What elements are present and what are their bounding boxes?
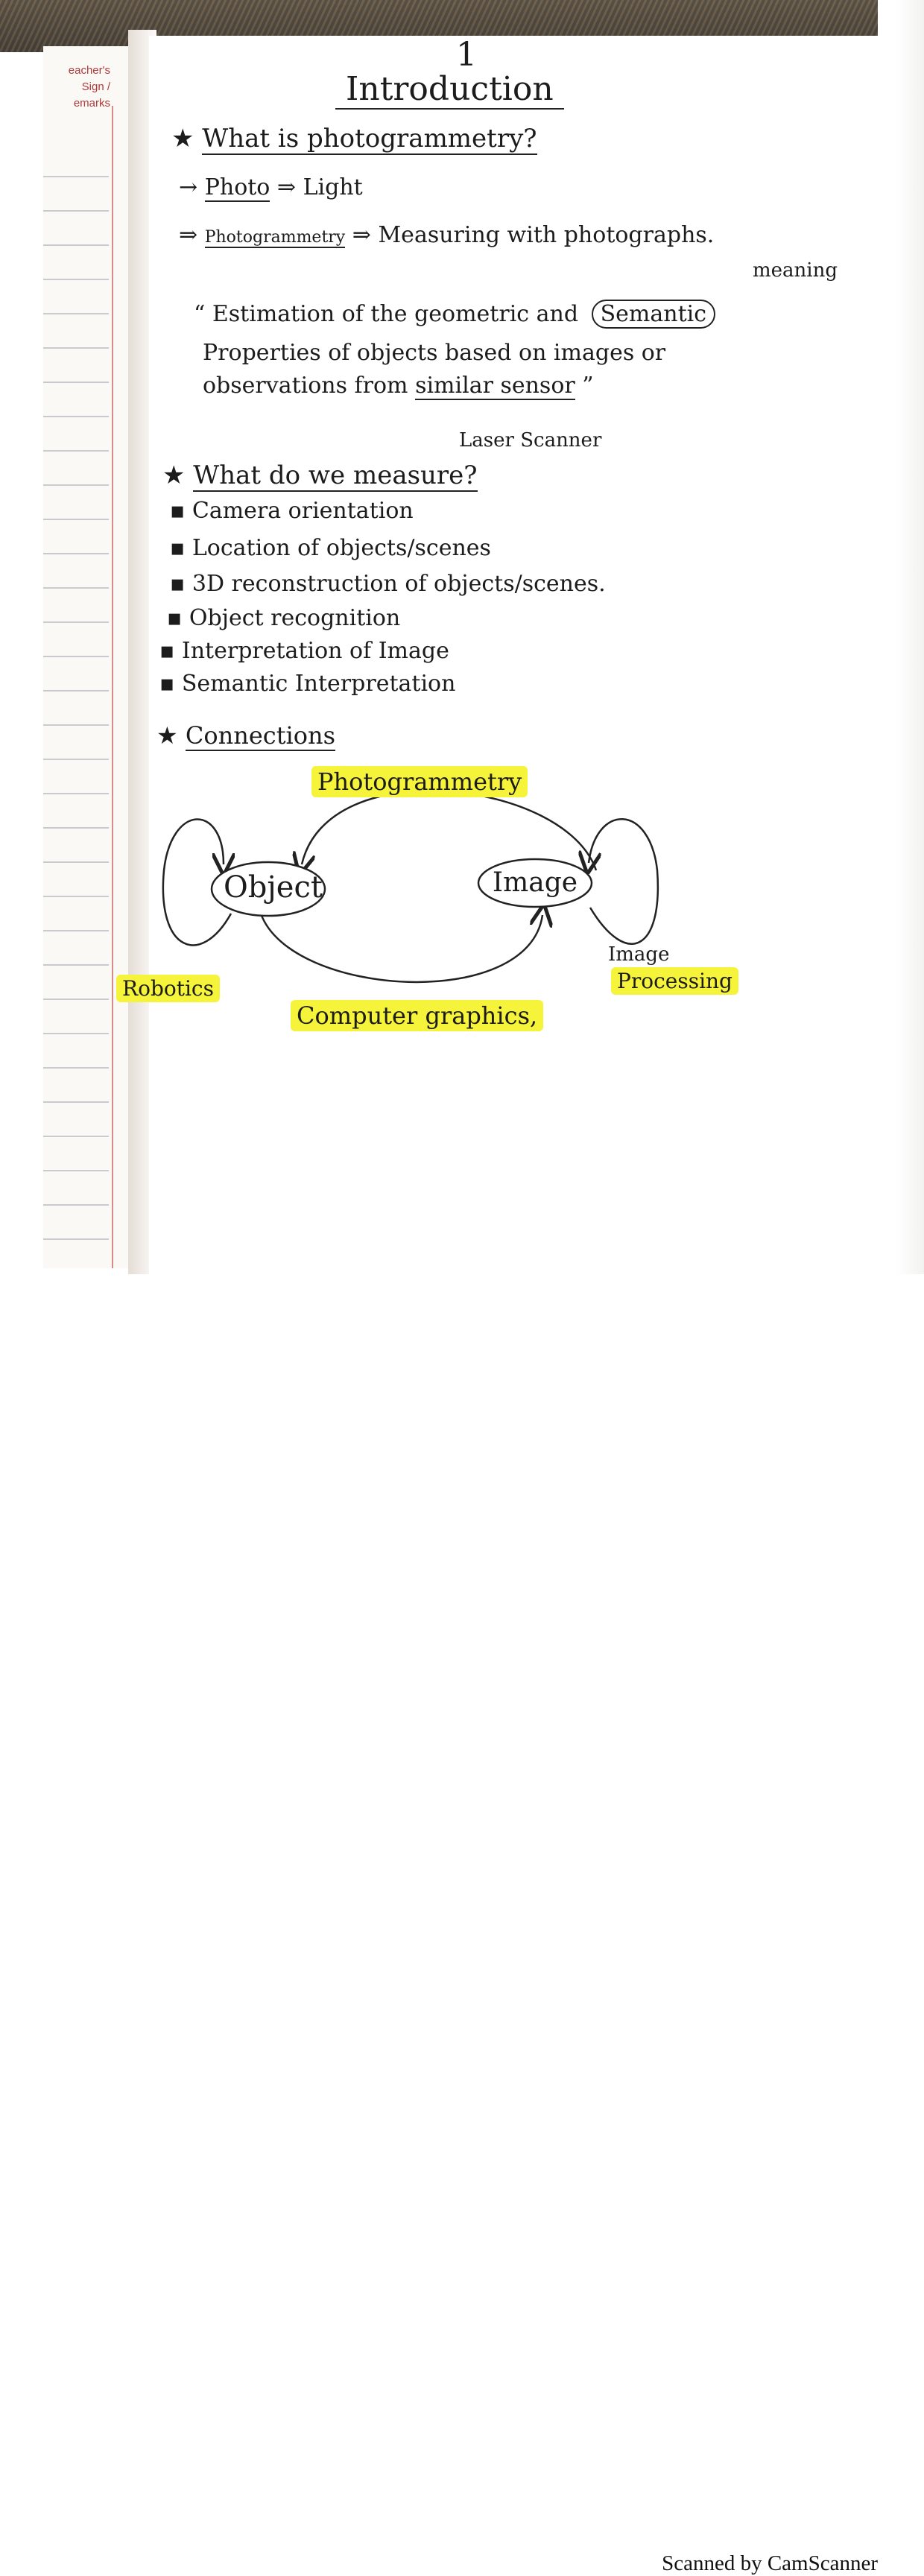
measure-item-text: Semantic Interpretation [181, 671, 456, 697]
definition-photo: → Photo ⇒ Light [179, 174, 363, 202]
laser-scanner-note: Laser Scanner [459, 429, 602, 452]
page-number: 1 [456, 36, 477, 74]
square-bullet-icon: ▪ [159, 671, 182, 697]
arrow-object-to-image [259, 914, 542, 984]
notebook-page: 1 Introduction ★ What is photogrammetry?… [116, 36, 881, 1274]
star-bullet-icon: ★ [162, 461, 186, 490]
measure-item-text: Camera orientation [192, 498, 414, 524]
measure-list-item: ▪ Semantic Interpretation [159, 671, 455, 697]
open-quote-icon: “ [194, 301, 212, 327]
label-image-processing-2: Processing [611, 967, 738, 995]
question-1-text: What is photogrammetry? [202, 124, 537, 155]
star-bullet-icon: ★ [156, 721, 178, 750]
measure-list-item: ▪ Location of objects/scenes [170, 535, 491, 561]
quote-line-3: observations from similar sensor ” [203, 373, 594, 400]
photo-meaning: Light [303, 174, 363, 200]
star-bullet-icon: ★ [171, 124, 194, 154]
margin-label: emarks [73, 97, 110, 110]
measure-item-text: Location of objects/scenes [192, 535, 491, 561]
loop-image [589, 818, 659, 945]
loop-object [162, 818, 231, 946]
node-image-label: Image [492, 867, 578, 898]
square-bullet-icon: ▪ [170, 498, 192, 524]
definition-photogrammetry: ⇒ Photogrammetry ⇒ Measuring with photog… [179, 222, 714, 248]
notebook-margin-strip: eacher's Sign / emarks [43, 46, 142, 1268]
measure-list-item: ▪ 3D reconstruction of objects/scenes. [170, 571, 606, 597]
measure-list-item: ▪ Camera orientation [170, 498, 414, 524]
close-quote-icon: ” [575, 373, 594, 399]
scanner-watermark: Scanned by CamScanner [662, 2551, 878, 2575]
quote-line-1: “ Estimation of the geometric and Semant… [194, 300, 716, 329]
measure-list-item: ▪ Interpretation of Image [159, 638, 449, 664]
margin-label: eacher's [68, 64, 110, 77]
double-arrow-icon: ⇒ [352, 222, 379, 248]
footer: Scanned by CamScanner [0, 1274, 924, 2575]
measure-list-item: ▪ Object recognition [167, 605, 400, 631]
label-robotics: Robotics [116, 975, 220, 1002]
square-bullet-icon: ▪ [167, 605, 189, 631]
measure-item-text: 3D reconstruction of objects/scenes. [192, 571, 606, 597]
measure-item-text: Interpretation of Image [181, 638, 449, 664]
node-object-label: Object [224, 870, 323, 905]
label-computer-graphics: Computer graphics, [291, 1000, 544, 1031]
quote-line-2: Properties of objects based on images or [203, 340, 666, 366]
photogrammetry-word: Photogrammetry [204, 228, 346, 248]
connections-heading: ★ Connections [156, 721, 336, 751]
arrow-icon: → [179, 174, 205, 200]
connections-diagram [162, 790, 659, 984]
node-object-outline [210, 861, 326, 917]
label-photogrammetry: Photogrammetry [311, 766, 528, 797]
label-image-processing-1: Image [608, 943, 670, 966]
arrow-image-to-object [302, 790, 598, 870]
background-right-edge [878, 0, 924, 1274]
margin-label: Sign / [81, 80, 110, 93]
photogrammetry-meaning: Measuring with photographs. [378, 222, 715, 248]
question-1: ★ What is photogrammetry? [171, 124, 537, 155]
double-arrow-icon: ⇒ [276, 174, 303, 200]
square-bullet-icon: ▪ [170, 535, 192, 561]
question-2-text: What do we measure? [193, 461, 478, 492]
connections-heading-text: Connections [185, 721, 336, 751]
meaning-note: meaning [753, 259, 838, 282]
quote-line-1-text: Estimation of the geometric and [212, 301, 579, 327]
margin-red-line [112, 106, 113, 1268]
measure-item-text: Object recognition [189, 605, 401, 631]
question-2: ★ What do we measure? [162, 461, 478, 492]
square-bullet-icon: ▪ [159, 638, 182, 664]
node-image-outline [477, 858, 593, 908]
page-title: Introduction [335, 70, 564, 110]
quote-line-3-text: observations from [203, 373, 408, 399]
photo-word: Photo [204, 174, 270, 202]
double-arrow-icon: ⇒ [179, 222, 205, 248]
margin-ruled-lines [43, 143, 109, 1261]
semantic-circled-word: Semantic [591, 300, 716, 329]
similar-sensor: similar sensor [415, 373, 575, 400]
square-bullet-icon: ▪ [170, 571, 192, 597]
